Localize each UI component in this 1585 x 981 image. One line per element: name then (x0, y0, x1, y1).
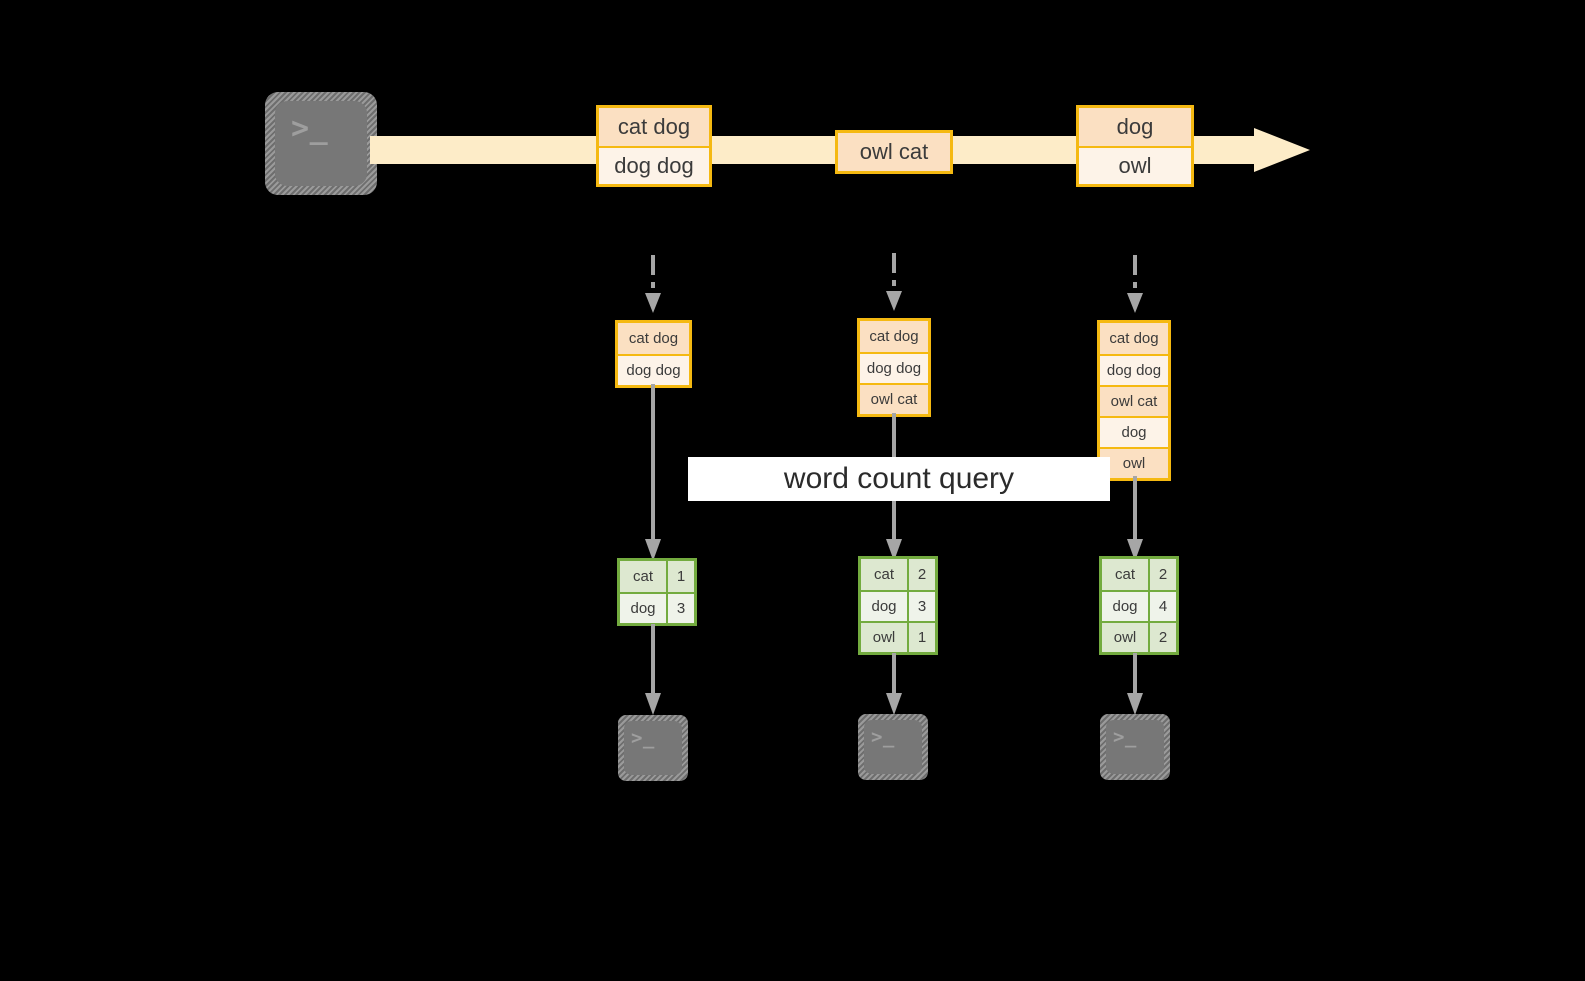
table-row: dog 3 (861, 590, 935, 621)
stream-batch-3: dog owl (1076, 105, 1194, 187)
input-table-3-row-3: owl cat (1100, 385, 1168, 416)
table-row: owl 1 (861, 621, 935, 652)
stream-batch-1: cat dog dog dog (596, 105, 712, 187)
stream-batch-2: owl cat (835, 130, 953, 174)
terminal-body (275, 101, 367, 186)
result-table-2: cat 2 dog 3 owl 1 (858, 556, 938, 655)
result-count: 3 (666, 594, 694, 623)
terminal-prompt-glyph: >_ (871, 726, 895, 748)
terminal-body (624, 721, 682, 775)
result-word: owl (872, 629, 896, 646)
stream-batch-3-line-2: owl (1079, 146, 1191, 184)
stream-batch-1-line-2: dog dog (599, 146, 709, 184)
query-label-band: word count query (688, 457, 1110, 501)
result-word: dog (1112, 598, 1138, 615)
table-row: owl 2 (1102, 621, 1176, 652)
terminal-prompt-glyph: >_ (291, 111, 329, 146)
table-row: dog 3 (620, 592, 694, 623)
result-word: cat (632, 568, 653, 585)
input-table-3: cat dog dog dog owl cat dog owl (1097, 320, 1171, 481)
input-table-3-row-5: owl (1100, 447, 1168, 478)
dashed-connector-2 (884, 253, 904, 313)
result-word: dog (630, 600, 656, 617)
terminal-prompt-glyph: >_ (631, 727, 655, 749)
table-row: cat 2 (1102, 559, 1176, 590)
stream-batch-1-line-1: cat dog (599, 108, 709, 146)
terminal-body (864, 720, 922, 774)
input-table-1-row-2: dog dog (618, 354, 689, 385)
input-table-1: cat dog dog dog (615, 320, 692, 388)
input-table-3-row-1: cat dog (1100, 323, 1168, 354)
sink-terminal-icon-2: >_ (858, 714, 928, 780)
result-count: 3 (907, 592, 935, 621)
table-row: dog 4 (1102, 590, 1176, 621)
result-count: 2 (1148, 623, 1176, 652)
result-table-1: cat 1 dog 3 (617, 558, 697, 626)
result-word: dog (871, 598, 897, 615)
dashed-connector-3 (1125, 255, 1145, 315)
result-word: cat (1114, 566, 1135, 583)
result-table-3: cat 2 dog 4 owl 2 (1099, 556, 1179, 655)
sink-terminal-icon-1: >_ (618, 715, 688, 781)
result-count: 2 (1148, 559, 1176, 590)
result-count: 1 (666, 561, 694, 592)
input-table-2-row-3: owl cat (860, 383, 928, 414)
query-connector-1 (644, 384, 662, 562)
sink-connector-3 (1126, 653, 1144, 716)
input-table-3-row-4: dog (1100, 416, 1168, 447)
stream-batch-3-line-1: dog (1079, 108, 1191, 146)
sink-connector-2 (885, 653, 903, 716)
stream-batch-2-line-1: owl cat (838, 133, 950, 171)
query-connector-3 (1126, 476, 1144, 562)
result-count: 4 (1148, 592, 1176, 621)
terminal-body (1106, 720, 1164, 774)
result-count: 1 (907, 623, 935, 652)
terminal-prompt-glyph: >_ (1113, 726, 1137, 748)
sink-connector-1 (644, 624, 662, 716)
table-row: cat 1 (620, 561, 694, 592)
table-row: cat 2 (861, 559, 935, 590)
sink-terminal-icon-3: >_ (1100, 714, 1170, 780)
input-table-2: cat dog dog dog owl cat (857, 318, 931, 417)
input-table-1-row-1: cat dog (618, 323, 689, 354)
source-terminal-icon: >_ (265, 92, 377, 195)
result-word: owl (1113, 629, 1137, 646)
query-label: word count query (783, 462, 1015, 495)
result-count: 2 (907, 559, 935, 590)
dashed-connector-1 (643, 255, 663, 315)
input-table-2-row-2: dog dog (860, 352, 928, 383)
input-table-3-row-2: dog dog (1100, 354, 1168, 385)
input-table-2-row-1: cat dog (860, 321, 928, 352)
result-word: cat (873, 566, 894, 583)
